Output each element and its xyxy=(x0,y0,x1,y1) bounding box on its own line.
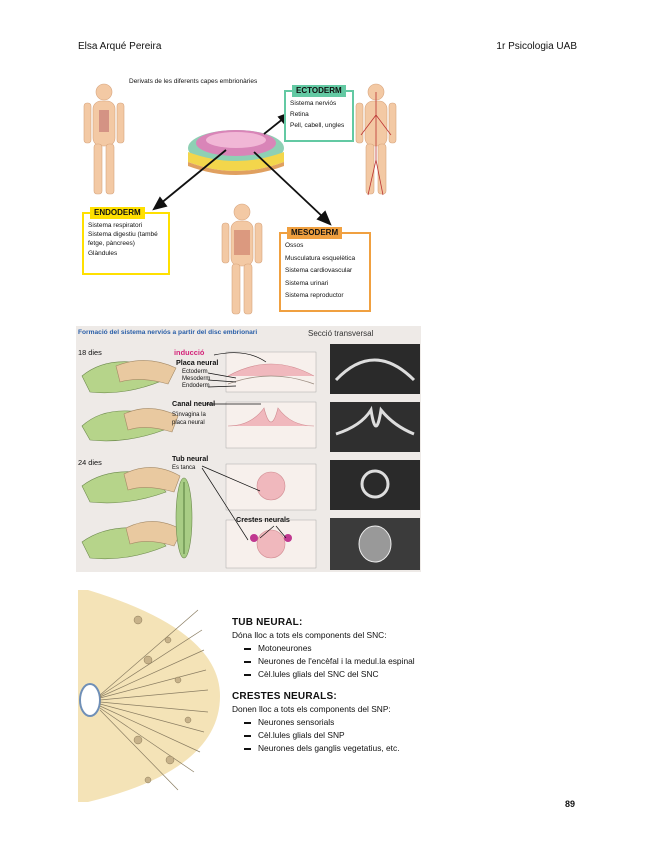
mesoderm-item: Sistema reproductor xyxy=(285,292,344,299)
human-figure-left xyxy=(83,83,125,195)
list-item: Cèl.lules glials del SNP xyxy=(244,729,492,742)
endoderm-item: fetge, pàncrees) xyxy=(88,240,135,247)
endoderm-label: Endoderm xyxy=(182,383,210,389)
neural-crest-list: Neurones sensorials Cèl.lules glials del… xyxy=(232,716,492,755)
neural-canal-label: Canal neural xyxy=(172,399,216,408)
embryo-illustration xyxy=(83,83,397,315)
course-name: 1r Psicologia UAB xyxy=(496,41,577,52)
endoderm-item: Sistema respiratori xyxy=(88,222,143,229)
endoderm-box: ENDODERM Sistema respiratori Sistema dig… xyxy=(82,207,170,275)
neural-crest-label: Crestes neurals xyxy=(236,515,290,524)
induction-label: inducció xyxy=(174,348,205,357)
ectoderm-box: ECTODERM Sistema nerviós Retina Pell, ca… xyxy=(284,85,354,142)
endoderm-title: ENDODERM xyxy=(90,207,145,219)
micrographs xyxy=(330,344,420,570)
page-number: 89 xyxy=(565,799,576,809)
mesoderm-box: MESODERM Ossos Musculatura esquelètica S… xyxy=(279,227,371,312)
neural-tube-list: Motoneurones Neurones de l'encèfal i la … xyxy=(232,642,492,681)
neural-tube-intro: Dóna lloc a tots els components del SNC: xyxy=(232,630,387,640)
canal-note-2: placa neural xyxy=(172,420,205,426)
day-24-label: 24 dies xyxy=(78,458,102,467)
neural-development-illustration xyxy=(81,344,420,570)
figure2-title: Formació del sistema nerviós a partir de… xyxy=(78,329,258,336)
tube-note: Es tanca xyxy=(172,465,196,471)
ectoderm-item: Retina xyxy=(290,111,309,118)
list-item: Cèl.lules glials del SNC del SNC xyxy=(244,668,492,681)
neural-crest-heading: CRESTES NEURALS: xyxy=(232,691,337,702)
figure1-title: Derivats de les diferents capes embrionà… xyxy=(129,78,258,85)
ectoderm-item: Sistema nerviós xyxy=(290,100,337,107)
cross-section-diagrams xyxy=(225,351,317,569)
mesoderm-item: Ossos xyxy=(285,242,304,249)
neural-derivatives-illustration xyxy=(78,590,220,802)
neural-formation-figure: Formació del sistema nerviós a partir de… xyxy=(76,326,421,572)
mesoderm-title: MESODERM xyxy=(287,227,343,239)
mesoderm-item: Sistema urinari xyxy=(285,279,329,287)
list-item: Motoneurones xyxy=(244,642,492,655)
neural-plate-label: Placa neural xyxy=(176,358,219,367)
neural-notes: TUB NEURAL: Dóna lloc a tots els compone… xyxy=(232,616,492,755)
ectoderm-label: Ectoderm xyxy=(182,369,208,375)
ectoderm-item: Pell, cabell, ungles xyxy=(290,122,345,129)
mesoderm-label: Mesoderm xyxy=(182,376,211,382)
section-title: Secció transversal xyxy=(308,329,374,338)
neural-tube-heading: TUB NEURAL: xyxy=(232,617,303,628)
neural-tube-label: Tub neural xyxy=(172,454,209,463)
list-item: Neurones dels ganglis vegetatius, etc. xyxy=(244,742,492,755)
list-item: Neurones sensorials xyxy=(244,716,492,729)
human-figure-center xyxy=(221,203,263,315)
author-name: Elsa Arqué Pereira xyxy=(78,41,162,52)
ectoderm-title: ECTODERM xyxy=(292,85,346,97)
canal-note-1: S'invagina la xyxy=(172,412,206,418)
day-18-label: 18 dies xyxy=(78,348,102,357)
list-item: Neurones de l'encèfal i la medul.la espi… xyxy=(244,655,492,668)
label-lines xyxy=(201,352,287,541)
neural-crest-intro: Donen lloc a tots els components del SNP… xyxy=(232,704,391,714)
mesoderm-item: Sistema cardiovascular xyxy=(285,267,353,274)
embryonic-layers-figure: Derivats de les diferents capes embrionà… xyxy=(76,70,406,318)
endoderm-item: Glàndules xyxy=(88,250,118,257)
endoderm-item: Sistema digestiu (també xyxy=(88,231,158,238)
mesoderm-item: Musculatura esquelètica xyxy=(285,254,356,262)
embryo-3d-drawings xyxy=(81,360,193,560)
neural-derivatives-figure xyxy=(78,590,220,802)
